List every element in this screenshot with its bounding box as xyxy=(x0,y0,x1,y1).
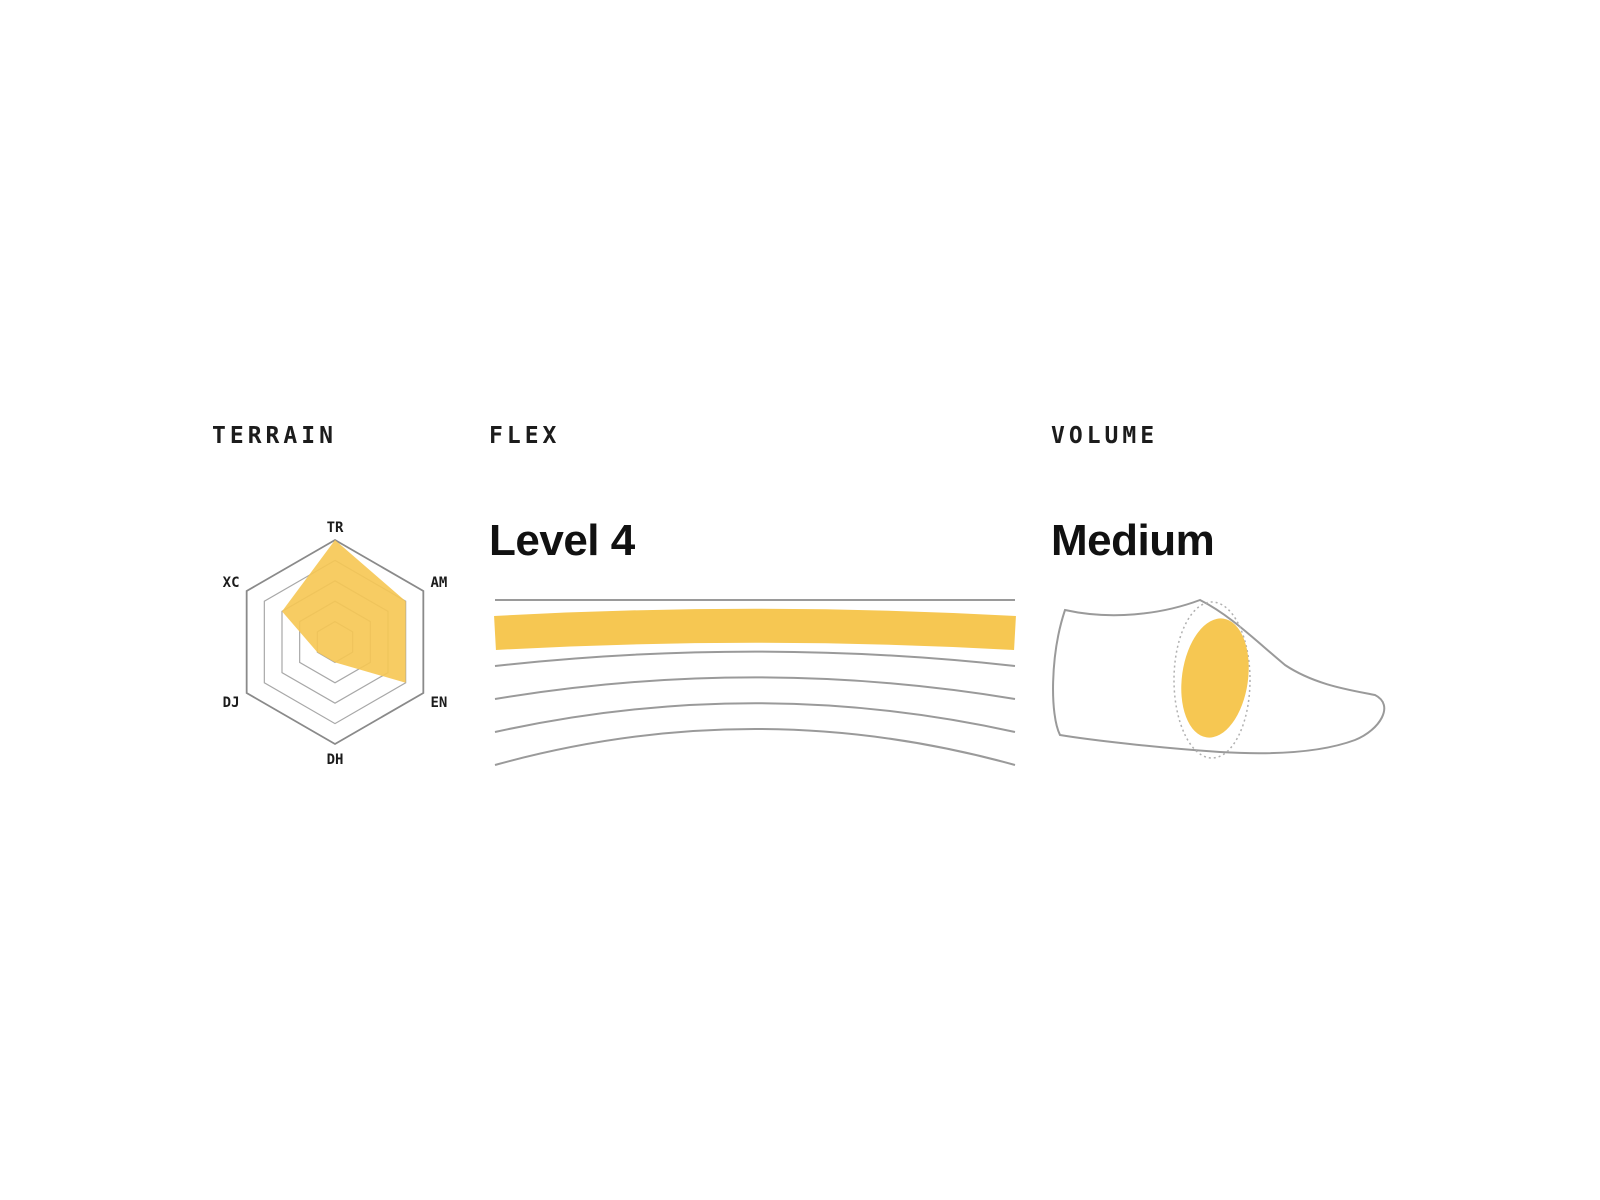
radar-axis-label-xc: XC xyxy=(223,575,240,591)
radar-axis-label-dj: DJ xyxy=(223,695,240,711)
flex-value: Level 4 xyxy=(489,516,635,565)
flex-level-line xyxy=(494,650,1016,667)
radar-axis-label-tr: TR xyxy=(327,520,344,536)
terrain-label: TERRAIN xyxy=(212,423,337,449)
radar-axis-label-am: AM xyxy=(430,575,447,591)
volume-dotted-outline xyxy=(1173,601,1251,759)
volume-label: VOLUME xyxy=(1051,423,1159,449)
radar-value-area xyxy=(281,540,406,683)
flex-active-band xyxy=(494,608,1016,650)
volume-fill-ellipse xyxy=(1181,618,1249,738)
flex-level-line xyxy=(494,676,1016,700)
volume-value: Medium xyxy=(1051,516,1215,565)
flex-level-graphic xyxy=(494,599,1016,766)
radar-axis-label-dh: DH xyxy=(327,752,344,768)
radar-axis-label-en: EN xyxy=(430,695,447,711)
radar-grid-ring xyxy=(245,538,425,746)
radar-axis-labels: TR AM EN DH DJ XC xyxy=(223,520,448,768)
flex-level-line xyxy=(494,702,1016,733)
flex-level-line xyxy=(494,728,1016,766)
shoe-outline xyxy=(1052,598,1386,755)
terrain-radar-chart: TR AM EN DH DJ XC xyxy=(223,520,448,768)
volume-shoe-graphic xyxy=(1052,598,1386,759)
flex-label: FLEX xyxy=(489,423,561,449)
